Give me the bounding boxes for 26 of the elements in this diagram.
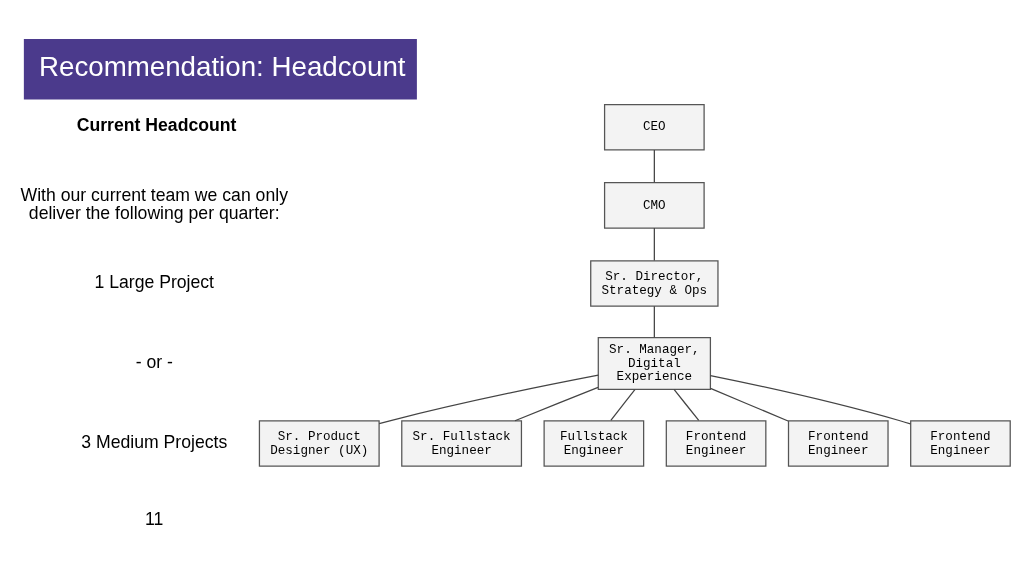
node-box: Sr. Manager, Digital Experience bbox=[597, 336, 712, 390]
connector bbox=[653, 148, 655, 183]
label: 11 bbox=[145, 508, 164, 529]
node-box: Frontend Engineer bbox=[910, 419, 1011, 467]
node-box: CEO bbox=[603, 103, 705, 151]
connector bbox=[709, 374, 912, 425]
connector bbox=[610, 388, 636, 421]
node-box: Frontend Engineer bbox=[665, 419, 767, 467]
connector bbox=[378, 374, 599, 424]
node-box: Frontend Engineer bbox=[787, 419, 889, 467]
connector bbox=[653, 226, 655, 261]
label: - or - bbox=[135, 351, 173, 372]
node-box: CMO bbox=[603, 181, 705, 229]
connector bbox=[514, 386, 599, 421]
node-box: Sr. Product Designer (UX) bbox=[258, 419, 380, 467]
connector bbox=[673, 388, 700, 421]
diagram-title: Recommendation: Headcount bbox=[38, 50, 406, 82]
node-box: Sr. Fullstack Engineer bbox=[401, 419, 523, 467]
connector bbox=[653, 305, 655, 338]
label: 3 Medium Projects bbox=[81, 431, 228, 452]
node-box: Sr. Director, Strategy & Ops bbox=[590, 259, 719, 307]
label: 1 Large Project bbox=[94, 271, 215, 292]
label: With our current team we can only deliver the following per quarter: bbox=[20, 184, 288, 223]
connector bbox=[709, 387, 789, 422]
label: Current Headcount bbox=[76, 114, 237, 135]
node-box: Fullstack Engineer bbox=[543, 419, 645, 467]
